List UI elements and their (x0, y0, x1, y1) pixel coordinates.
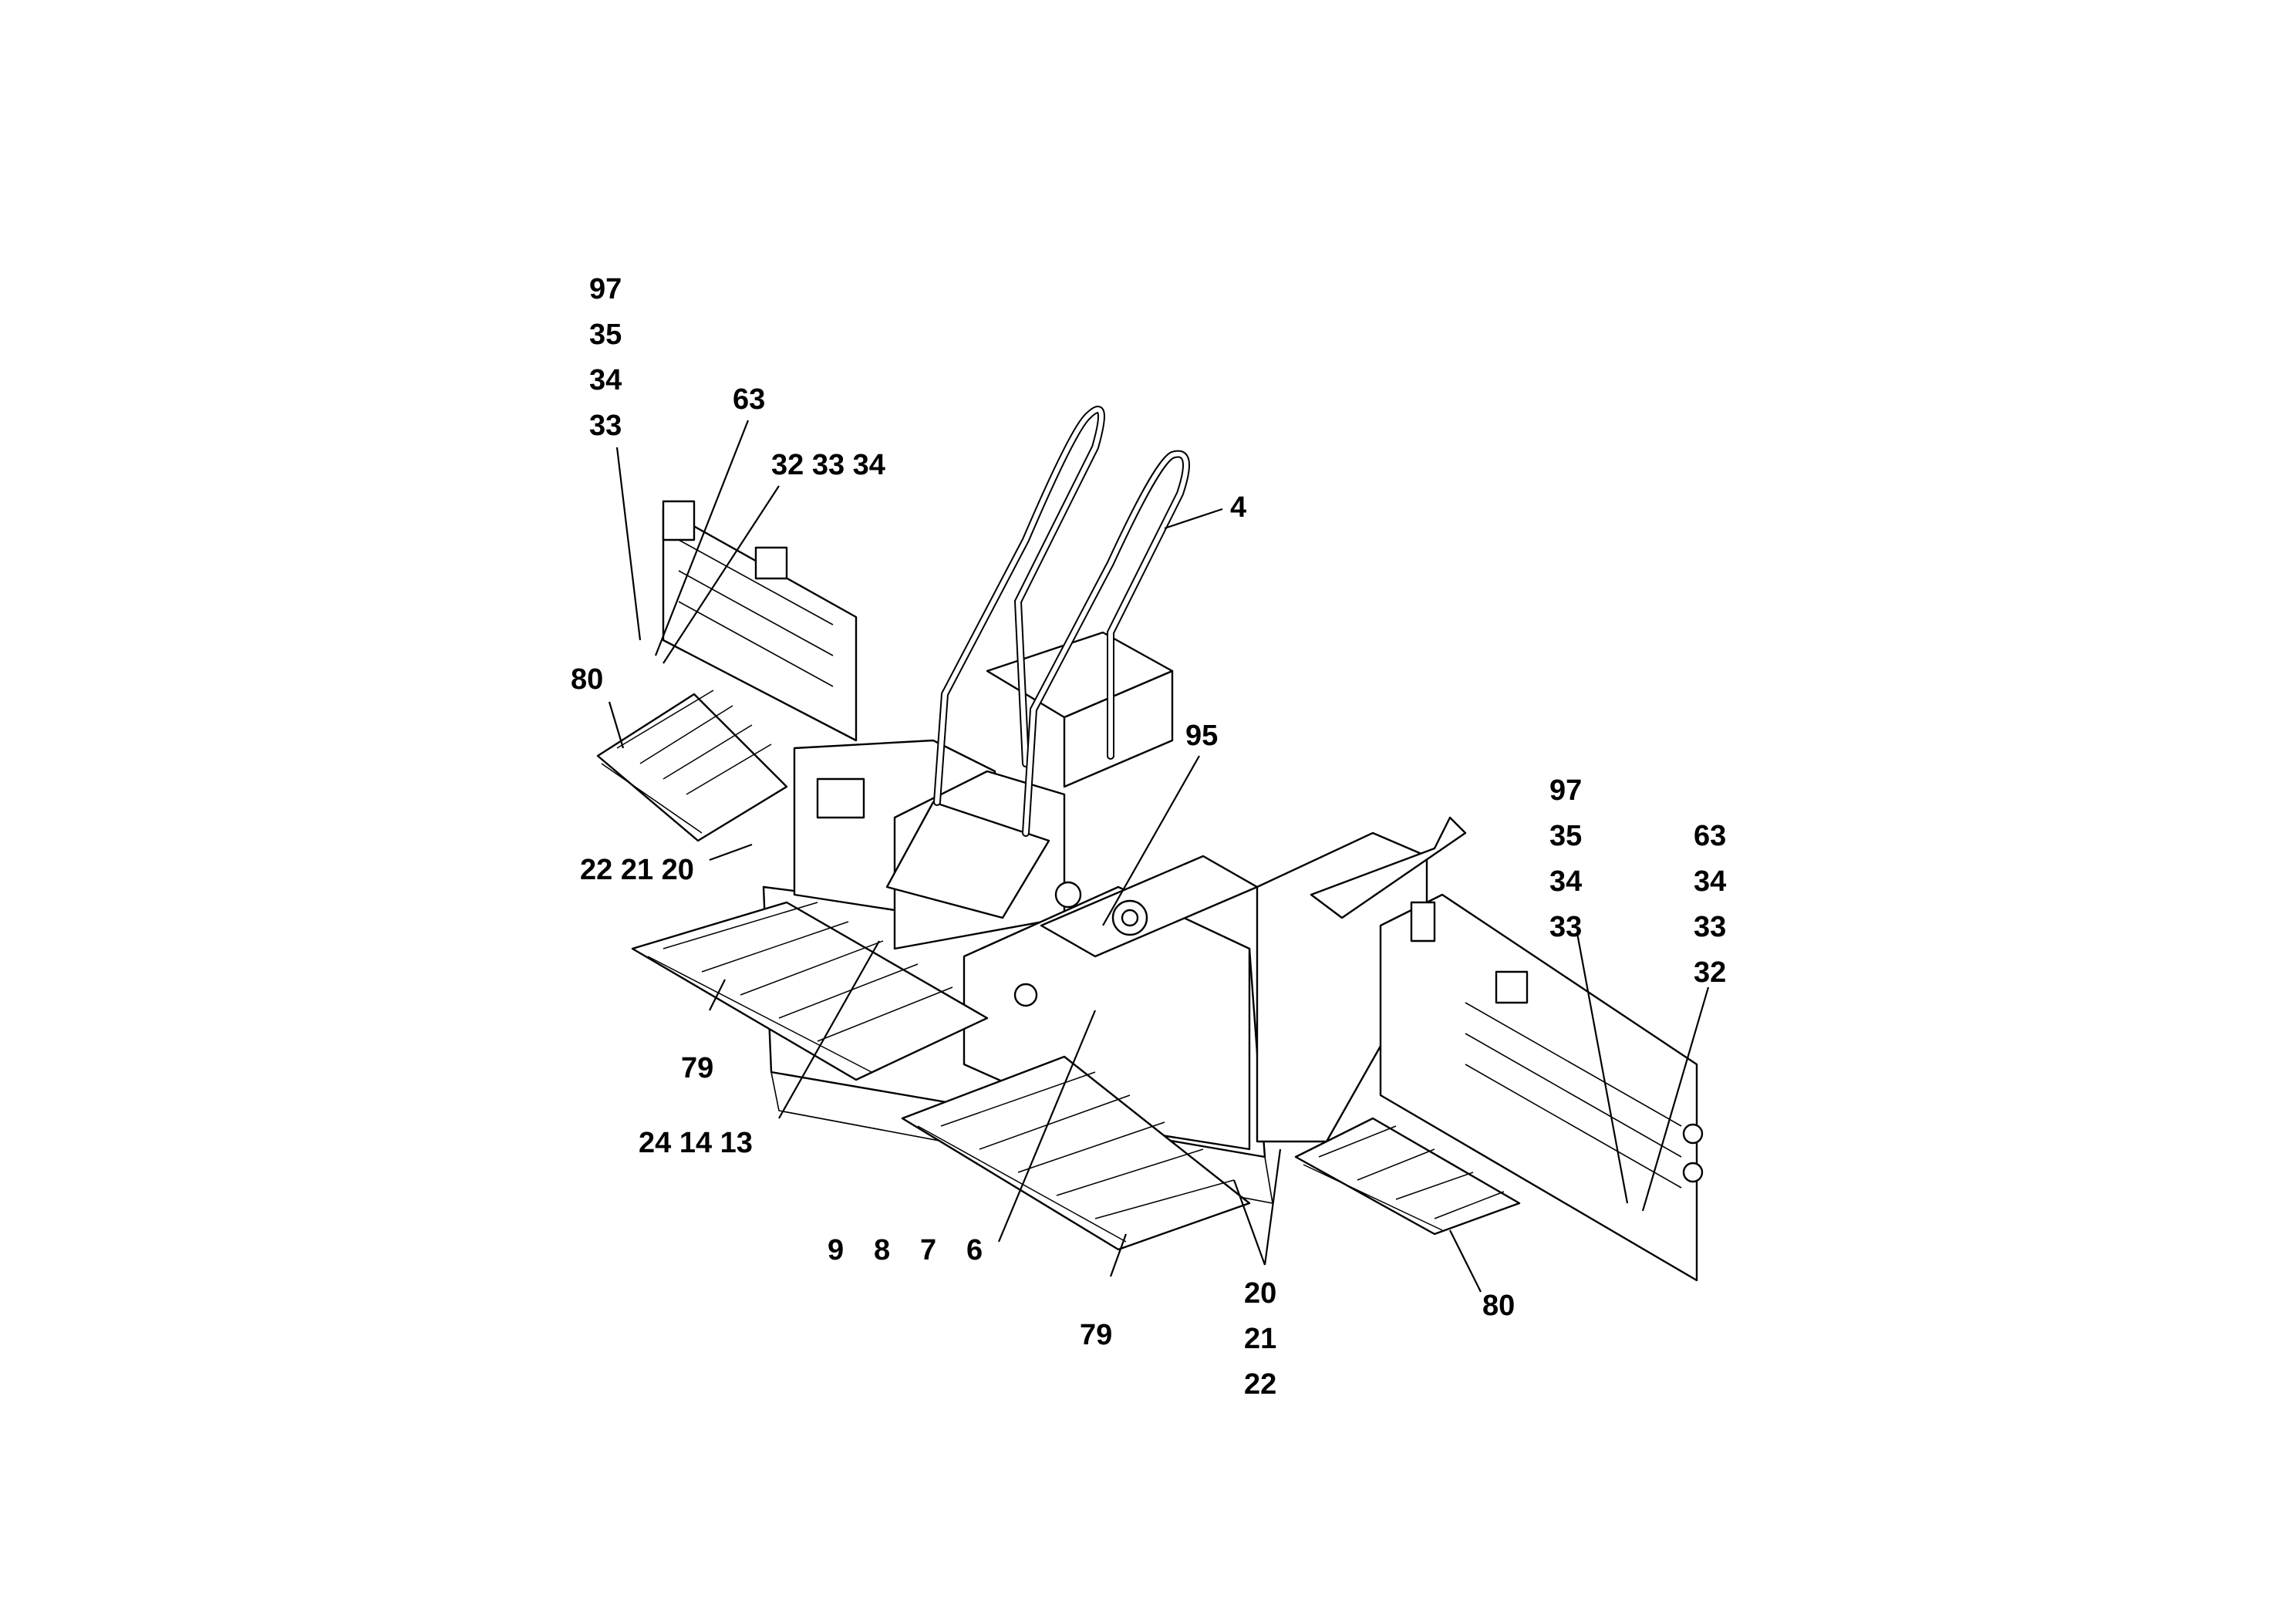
callout-7: 7 (920, 1234, 936, 1266)
callout-22-21-20: 22 21 20 (580, 854, 694, 886)
callout-97: 97 (589, 273, 622, 305)
callout-80: 80 (571, 663, 603, 696)
leader-lines (608, 420, 1710, 1293)
callout-4: 4 (1230, 491, 1246, 524)
right-arm (1310, 816, 1467, 919)
left-valve-block (754, 546, 788, 580)
callout-9: 9 (828, 1234, 844, 1266)
callout-33: 33 (589, 410, 622, 442)
callout-79b: 79 (1080, 1319, 1112, 1351)
left-inspection-plate (816, 777, 865, 819)
grating-platform-center-front (901, 1055, 1251, 1251)
left-cylinder-housing (662, 508, 858, 742)
callout-32-33-34: 32 33 34 (771, 449, 885, 481)
callout-34c: 34 (1694, 865, 1726, 898)
callout-79: 79 (681, 1052, 713, 1084)
callout-35: 35 (589, 319, 622, 351)
callout-8: 8 (874, 1234, 890, 1266)
grating-platform-right (1294, 1117, 1521, 1236)
callout-63b: 63 (1694, 820, 1726, 852)
callout-33c: 33 (1694, 911, 1726, 943)
callout-24-14-13: 24 14 13 (639, 1127, 753, 1159)
callout-22b: 22 (1244, 1368, 1276, 1401)
callout-34b: 34 (1549, 865, 1582, 898)
callout-35b: 35 (1549, 820, 1582, 852)
left-end-cap (662, 500, 696, 541)
grating-platform-left-front (631, 901, 989, 1081)
callout-95: 95 (1185, 720, 1218, 752)
callout-labels: 97 35 34 33 63 32 33 34 4 80 95 22 21 20… (571, 273, 1726, 1401)
callout-80b: 80 (1482, 1290, 1515, 1322)
callout-63: 63 (733, 383, 765, 416)
callout-21b: 21 (1244, 1323, 1276, 1355)
callout-34: 34 (589, 364, 622, 396)
callout-97b: 97 (1549, 774, 1582, 807)
callout-32c: 32 (1694, 956, 1726, 989)
callout-6: 6 (966, 1234, 983, 1266)
callout-20b: 20 (1244, 1277, 1276, 1310)
chute-box (885, 801, 1050, 919)
callout-33b: 33 (1549, 911, 1582, 943)
grating-platform-left-top (596, 690, 788, 842)
right-valve-block (1495, 970, 1529, 1004)
machine-drawing (596, 405, 1704, 1282)
right-filter (1410, 901, 1436, 943)
